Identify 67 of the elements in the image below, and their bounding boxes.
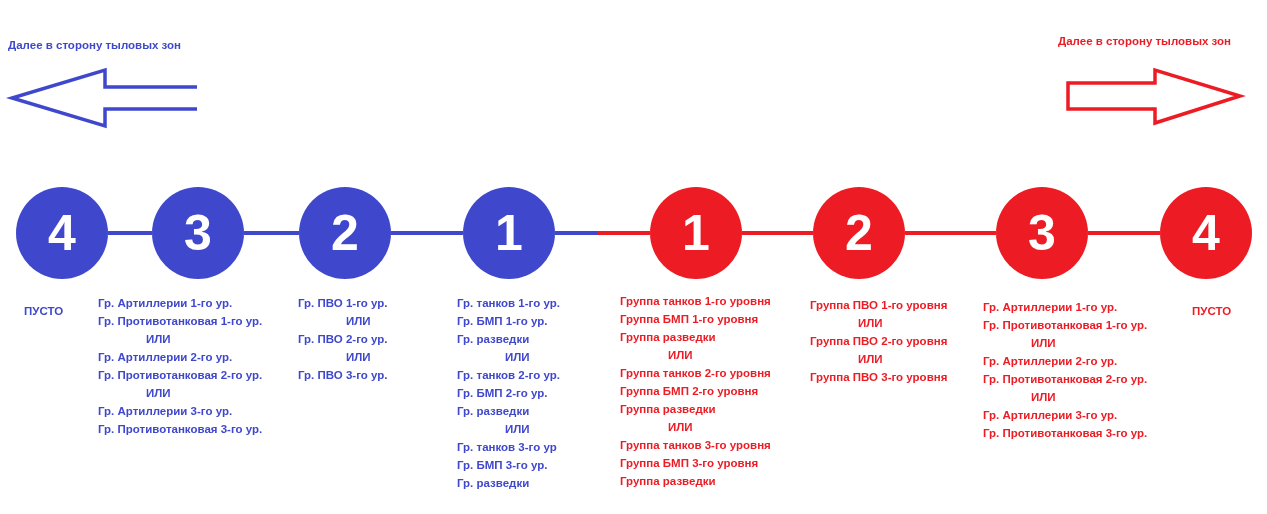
unit-group-text: ИЛИ (858, 352, 883, 367)
node-number: 1 (682, 208, 710, 258)
unit-group-text: Гр. ПВО 2-го ур. (298, 332, 388, 347)
connector-line (1088, 231, 1160, 235)
unit-group-text: Гр. БМП 1-го ур. (457, 314, 548, 329)
unit-group-text: Гр. Противотанковая 3-го ур. (98, 422, 263, 437)
unit-group-text: Группа ПВО 2-го уровня (810, 334, 948, 349)
unit-group-text: Гр. Противотанковая 1-го ур. (98, 314, 263, 329)
unit-group-text: Гр. Артиллерии 3-го ур. (98, 404, 233, 419)
unit-group-text: Гр. БМП 3-го ур. (457, 458, 548, 473)
unit-group-text: Гр. ПВО 1-го ур. (298, 296, 388, 311)
unit-group-text: ИЛИ (505, 422, 530, 437)
unit-group-text: Гр. Противотанковая 2-го ур. (983, 372, 1148, 387)
unit-group-text: Гр. разведки (457, 332, 530, 347)
unit-group-text: ИЛИ (1031, 390, 1056, 405)
unit-group-text: Гр. Артиллерии 1-го ур. (98, 296, 233, 311)
node-number: 4 (1192, 208, 1220, 258)
unit-group-text: Группа БМП 2-го уровня (620, 384, 759, 399)
node-number: 4 (48, 208, 76, 258)
unit-group-text: Гр. Противотанковая 1-го ур. (983, 318, 1148, 333)
direction-label: Далее в сторону тыловых зон (1058, 35, 1231, 47)
unit-group-text: Гр. Противотанковая 2-го ур. (98, 368, 263, 383)
unit-group-text: Группа разведки (620, 330, 716, 345)
unit-group-text: ИЛИ (146, 386, 171, 401)
unit-group-text: Группа танков 2-го уровня (620, 366, 771, 381)
connector-line (905, 231, 996, 235)
unit-group-text: Гр. танков 2-го ур. (457, 368, 560, 383)
node-number: 2 (331, 208, 359, 258)
unit-group-text: Группа ПВО 3-го уровня (810, 370, 948, 385)
unit-group-text: ИЛИ (668, 420, 693, 435)
connector-line (391, 231, 463, 235)
unit-group-text: Гр. БМП 2-го ур. (457, 386, 548, 401)
unit-group-text: Гр. танков 1-го ур. (457, 296, 560, 311)
unit-group-text: Гр. Артиллерии 3-го ур. (983, 408, 1118, 423)
unit-group-text: ИЛИ (1031, 336, 1056, 351)
unit-group-text: ИЛИ (346, 314, 371, 329)
unit-group-text: Группа разведки (620, 402, 716, 417)
unit-group-text: Группа танков 1-го уровня (620, 294, 771, 309)
unit-group-text: ИЛИ (346, 350, 371, 365)
unit-group-text: Гр. разведки (457, 404, 530, 419)
connector-line (244, 231, 299, 235)
node-number: 3 (184, 208, 212, 258)
unit-group-text: Группа БМП 1-го уровня (620, 312, 759, 327)
unit-group-text: ПУСТО (24, 304, 64, 319)
unit-group-text: ПУСТО (1192, 304, 1232, 319)
connector-line (108, 231, 152, 235)
unit-group-text: Гр. танков 3-го ур (457, 440, 557, 455)
unit-group-text: ИЛИ (858, 316, 883, 331)
node-number: 1 (495, 208, 523, 258)
unit-group-text: Группа ПВО 1-го уровня (810, 298, 948, 313)
unit-group-text: ИЛИ (668, 348, 693, 363)
unit-group-text: ИЛИ (146, 332, 171, 347)
unit-group-text: Гр. Артиллерии 2-го ур. (98, 350, 233, 365)
unit-group-text: Гр. Артиллерии 2-го ур. (983, 354, 1118, 369)
connector-line (742, 231, 813, 235)
unit-group-text: ИЛИ (505, 350, 530, 365)
node-number: 2 (845, 208, 873, 258)
unit-group-text: Гр. ПВО 3-го ур. (298, 368, 388, 383)
connector-line (555, 231, 650, 235)
unit-group-text: Гр. Противотанковая 3-го ур. (983, 426, 1148, 441)
unit-group-text: Гр. разведки (457, 476, 530, 491)
unit-group-text: Группа танков 3-го уровня (620, 438, 771, 453)
direction-label: Далее в сторону тыловых зон (8, 39, 181, 51)
node-number: 3 (1028, 208, 1056, 258)
unit-group-text: Группа БМП 3-го уровня (620, 456, 759, 471)
unit-group-text: Группа разведки (620, 474, 716, 489)
unit-group-text: Гр. Артиллерии 1-го ур. (983, 300, 1118, 315)
